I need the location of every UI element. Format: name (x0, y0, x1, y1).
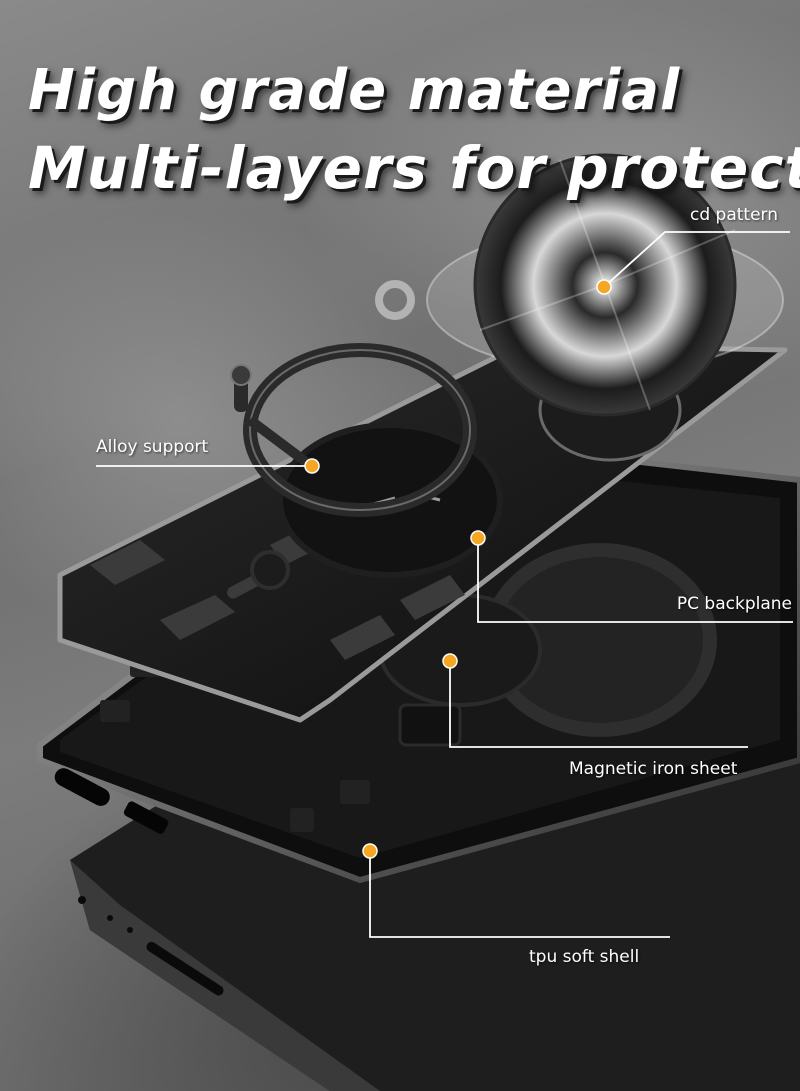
callout-cd-pattern: cd pattern (689, 205, 778, 225)
leader-iron (449, 661, 748, 748)
callout-tpu-soft-shell: tpu soft shell (529, 947, 640, 967)
callout-magnetic-iron-sheet: Magnetic iron sheet (569, 759, 738, 779)
cd-pattern-disc (375, 153, 784, 417)
alloy-support-ring (230, 343, 477, 517)
marker-iron (442, 653, 458, 669)
marker-alloy (304, 458, 320, 474)
callout-alloy-support: Alloy support (96, 437, 209, 457)
marker-pc (470, 530, 486, 546)
callout-pc-backplane: PC backplane (676, 594, 792, 614)
marker-cd (596, 279, 612, 295)
marker-tpu (362, 843, 378, 859)
leader-tpu (369, 851, 670, 938)
leader-pc (477, 538, 793, 623)
headline-line-2: Multi-layers for protection (28, 134, 800, 202)
headline-line-1: High grade material (28, 58, 681, 123)
leader-cd (603, 231, 790, 288)
